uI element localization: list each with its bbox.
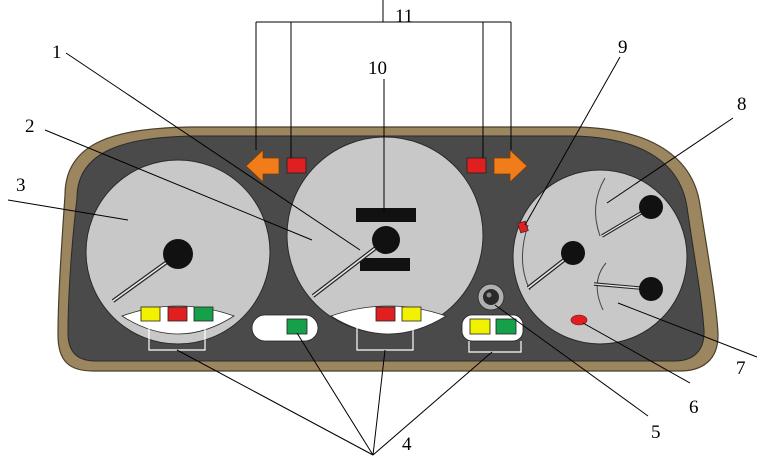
red-warning-lamp <box>167 306 188 322</box>
center-gauge-hub <box>372 226 400 254</box>
right-main-hub <box>561 241 585 265</box>
leader-lines <box>7 0 758 456</box>
turn-right-arrow <box>493 149 528 183</box>
yellow-warning-lamp <box>401 306 422 322</box>
fuel-scale-arc <box>521 224 531 291</box>
right-gauge <box>512 169 688 345</box>
callout-1: 1 <box>52 42 62 63</box>
green-warning-lamp <box>286 318 308 335</box>
bracket-right-panel <box>468 341 522 353</box>
center-display-bar-top <box>356 208 416 222</box>
callout-7: 7 <box>736 358 746 379</box>
green-warning-lamp <box>495 318 517 335</box>
red-warning-lamp <box>375 306 396 322</box>
upper-gauge-arc <box>595 177 606 237</box>
center-display-bar-bottom <box>360 258 410 271</box>
center-gauge <box>286 136 484 335</box>
left-red-lamp <box>286 157 307 174</box>
green-warning-lamp <box>193 306 214 322</box>
callout-10: 10 <box>368 58 387 79</box>
callout-4: 4 <box>402 434 412 455</box>
callout-3: 3 <box>16 175 26 196</box>
callout-6: 6 <box>689 397 699 418</box>
callout-11: 11 <box>395 6 413 27</box>
reset-knob <box>477 283 505 311</box>
right-red-lamp <box>466 157 487 174</box>
left-gauge-hub <box>163 239 193 269</box>
red-oval-lamp <box>570 314 588 326</box>
callout-9: 9 <box>618 37 628 58</box>
callout-2: 2 <box>25 116 35 137</box>
lower-small-hub <box>639 277 663 301</box>
callout-5: 5 <box>651 422 661 443</box>
left-lamp-housing <box>251 314 319 342</box>
yellow-warning-lamp <box>469 318 491 335</box>
left-gauge <box>85 159 271 345</box>
upper-small-hub <box>639 195 663 219</box>
turn-left-arrow <box>245 149 280 183</box>
yellow-warning-lamp <box>140 306 161 322</box>
callout-8: 8 <box>737 94 747 115</box>
